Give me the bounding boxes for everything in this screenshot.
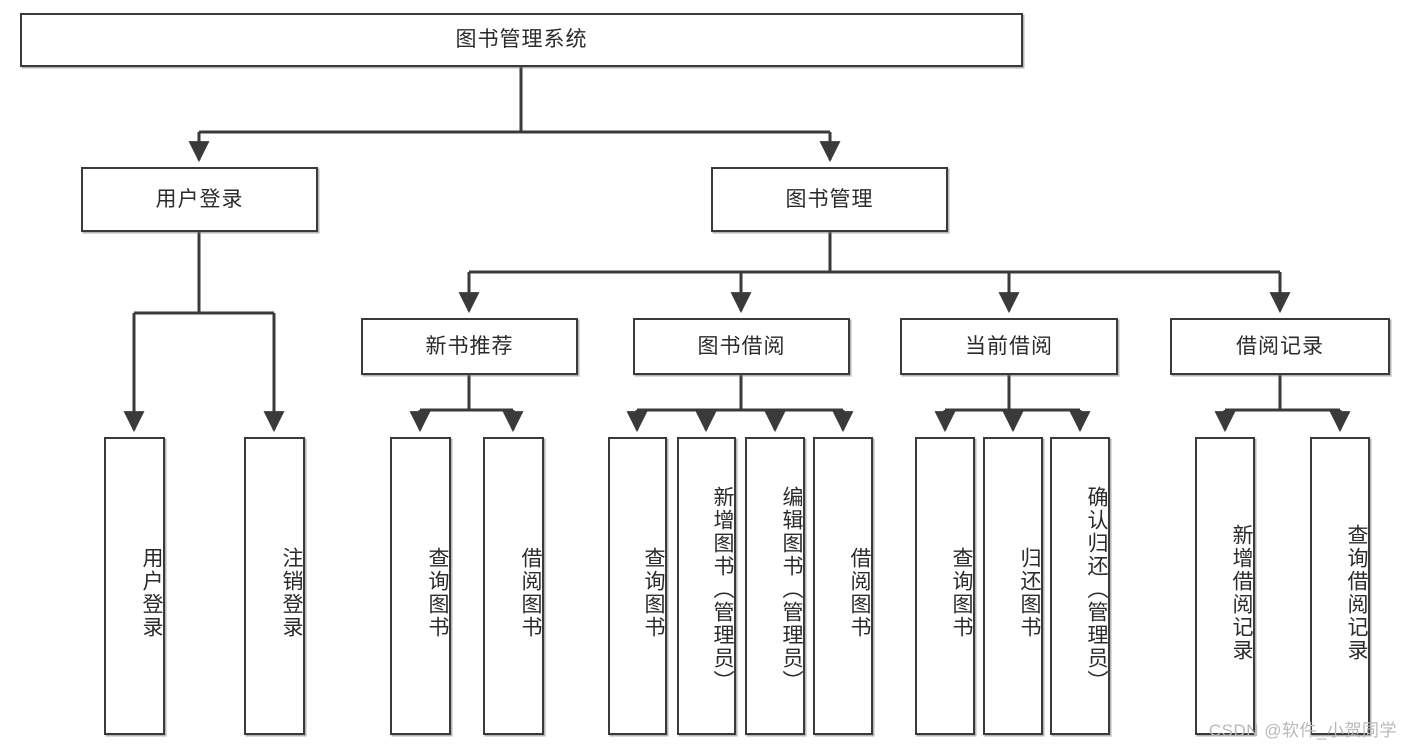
- node-current-borrow[interactable]: 当前借阅: [900, 318, 1118, 375]
- node-label: 新增图书（管理员）: [711, 485, 734, 693]
- leaf-book-borrow-edit[interactable]: 编辑图书（管理员）: [745, 437, 805, 735]
- leaf-new-book-query[interactable]: 查询图书: [390, 437, 451, 735]
- node-book-borrow[interactable]: 图书借阅: [633, 318, 850, 375]
- node-label: 图书管理系统: [455, 28, 588, 52]
- leaf-book-borrow-borrow[interactable]: 借阅图书: [813, 437, 873, 735]
- leaf-current-borrow-confirm[interactable]: 确认归还（管理员）: [1050, 437, 1110, 735]
- leaf-book-borrow-query[interactable]: 查询图书: [608, 437, 667, 735]
- node-label: 确认归还（管理员）: [1085, 485, 1108, 693]
- leaf-book-borrow-add[interactable]: 新增图书（管理员）: [677, 437, 736, 735]
- node-label: 查询借阅记录: [1345, 524, 1368, 662]
- node-label: 新增借阅记录: [1230, 524, 1253, 662]
- node-label: 用户登录: [155, 187, 244, 211]
- node-label: 借阅图书: [848, 547, 871, 639]
- node-label: 用户登录: [140, 547, 163, 639]
- node-label: 查询图书: [642, 547, 665, 639]
- node-borrow-record[interactable]: 借阅记录: [1170, 318, 1390, 375]
- leaf-borrow-record-add[interactable]: 新增借阅记录: [1195, 437, 1255, 735]
- node-label: 借阅图书: [519, 547, 542, 639]
- leaf-user-login-logout[interactable]: 注销登录: [244, 437, 305, 735]
- node-label: 图书借阅: [697, 334, 786, 358]
- leaf-new-book-borrow[interactable]: 借阅图书: [483, 437, 544, 735]
- watermark: CSDN @软件_小贺同学: [1208, 721, 1397, 740]
- leaf-user-login-login[interactable]: 用户登录: [104, 437, 165, 735]
- node-label: 查询图书: [426, 547, 449, 639]
- node-label: 查询图书: [950, 547, 973, 639]
- node-label: 编辑图书（管理员）: [780, 485, 803, 693]
- node-label: 归还图书: [1018, 547, 1041, 639]
- node-book-management[interactable]: 图书管理: [711, 167, 948, 232]
- leaf-current-borrow-query[interactable]: 查询图书: [915, 437, 975, 735]
- node-label: 当前借阅: [965, 334, 1053, 358]
- node-new-book-recommend[interactable]: 新书推荐: [361, 318, 578, 375]
- node-user-login[interactable]: 用户登录: [81, 167, 318, 232]
- node-label: 借阅记录: [1236, 334, 1324, 358]
- node-label: 图书管理: [785, 187, 874, 211]
- node-label: 新书推荐: [425, 334, 514, 358]
- node-label: 注销登录: [280, 547, 303, 639]
- leaf-borrow-record-query[interactable]: 查询借阅记录: [1310, 437, 1370, 735]
- node-root-system[interactable]: 图书管理系统: [20, 13, 1023, 67]
- leaf-current-borrow-return[interactable]: 归还图书: [983, 437, 1043, 735]
